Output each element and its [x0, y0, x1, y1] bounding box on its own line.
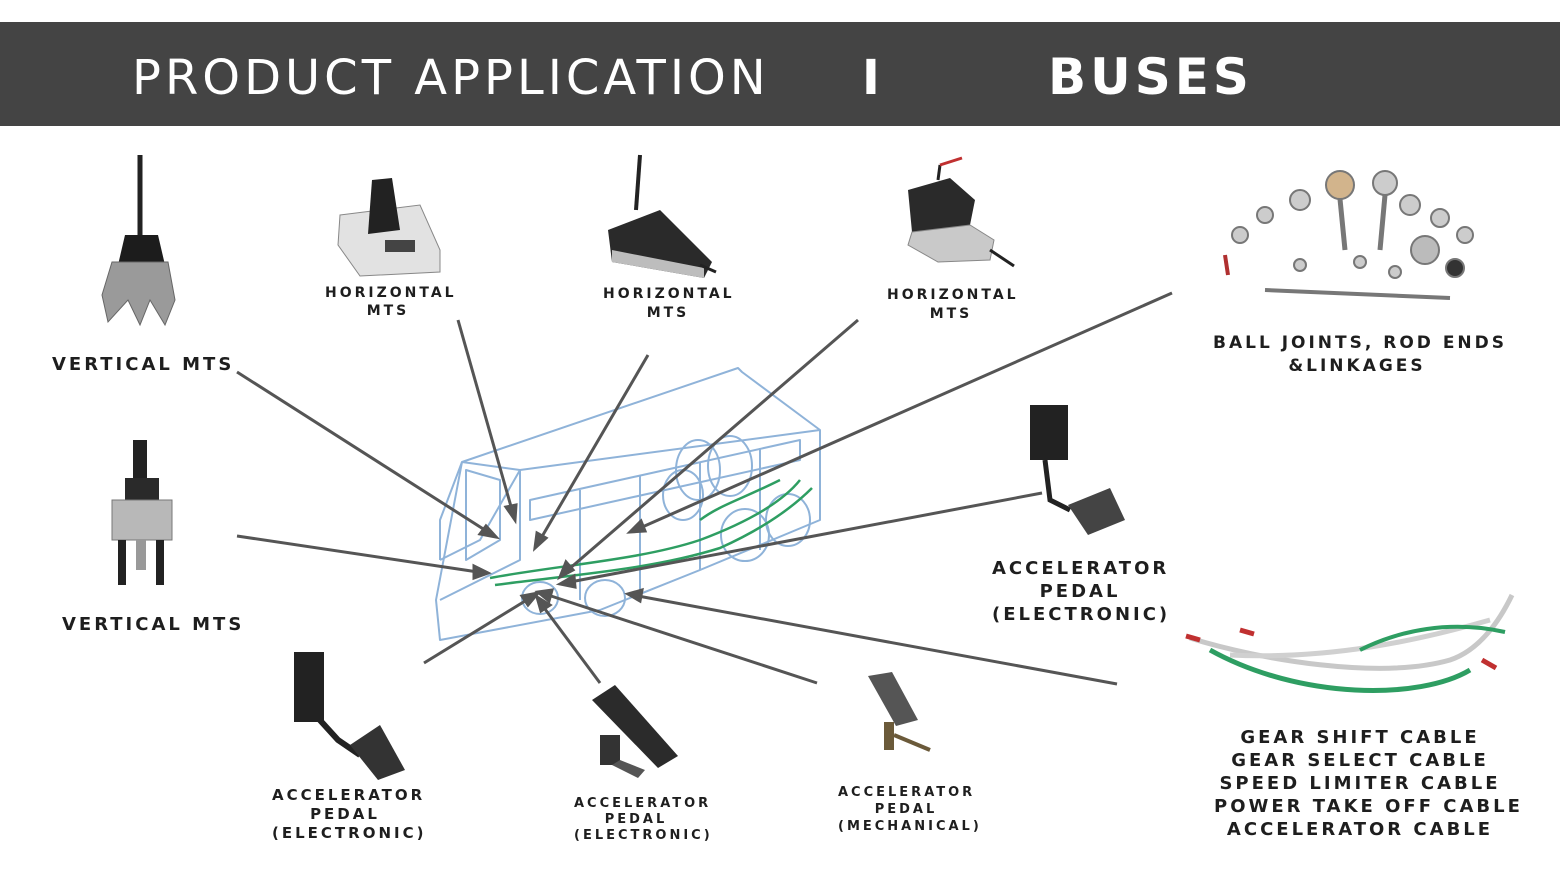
cables-illustration	[1185, 593, 1515, 693]
label-accelerator-bottom-1: ACCELERATOR PEDAL (ELECTRONIC)	[272, 786, 427, 842]
label-vertical-mts-bottom: VERTICAL MTS	[62, 614, 245, 635]
horizontal-mts-3-illustration	[907, 156, 1015, 268]
label-vertical-mts-top: VERTICAL MTS	[52, 354, 235, 375]
bus-illustration	[435, 367, 821, 641]
accelerator-right-illustration	[1030, 405, 1125, 535]
title-separator: I	[862, 50, 880, 106]
horizontal-mts-1-illustration	[337, 178, 441, 277]
label-accelerator-bottom-2: ACCELERATOR PEDAL (ELECTRONIC)	[574, 796, 713, 843]
vertical-mts-top-illustration	[101, 155, 176, 327]
horizontal-mts-2-illustration	[608, 154, 717, 278]
label-cables: GEAR SHIFT CABLE GEAR SELECT CABLE SPEED…	[1214, 727, 1523, 840]
ball-joints-illustration	[1223, 170, 1474, 300]
label-accelerator-bottom-3: ACCELERATOR PEDAL (MECHANICAL)	[838, 785, 982, 834]
page-title: PRODUCT APPLICATION	[132, 50, 770, 106]
vertical-mts-bottom-illustration	[111, 440, 173, 585]
header-banner	[0, 22, 1560, 126]
label-horizontal-mts-2: HORIZONTAL MTS	[603, 286, 735, 321]
cable-routing	[489, 478, 813, 587]
pointer-lines	[236, 291, 1173, 686]
page-subtitle: BUSES	[1048, 48, 1253, 106]
accelerator-bottom-1-illustration	[294, 652, 405, 780]
accelerator-bottom-2-illustration	[592, 685, 678, 778]
label-horizontal-mts-3: HORIZONTAL MTS	[887, 287, 1019, 322]
label-accelerator-right: ACCELERATOR PEDAL (ELECTRONIC)	[992, 558, 1171, 625]
label-ball-joints: BALL JOINTS, ROD ENDS &LINKAGES	[1213, 333, 1508, 376]
label-horizontal-mts-1: HORIZONTAL MTS	[325, 285, 457, 319]
accelerator-bottom-3-illustration	[868, 672, 931, 752]
